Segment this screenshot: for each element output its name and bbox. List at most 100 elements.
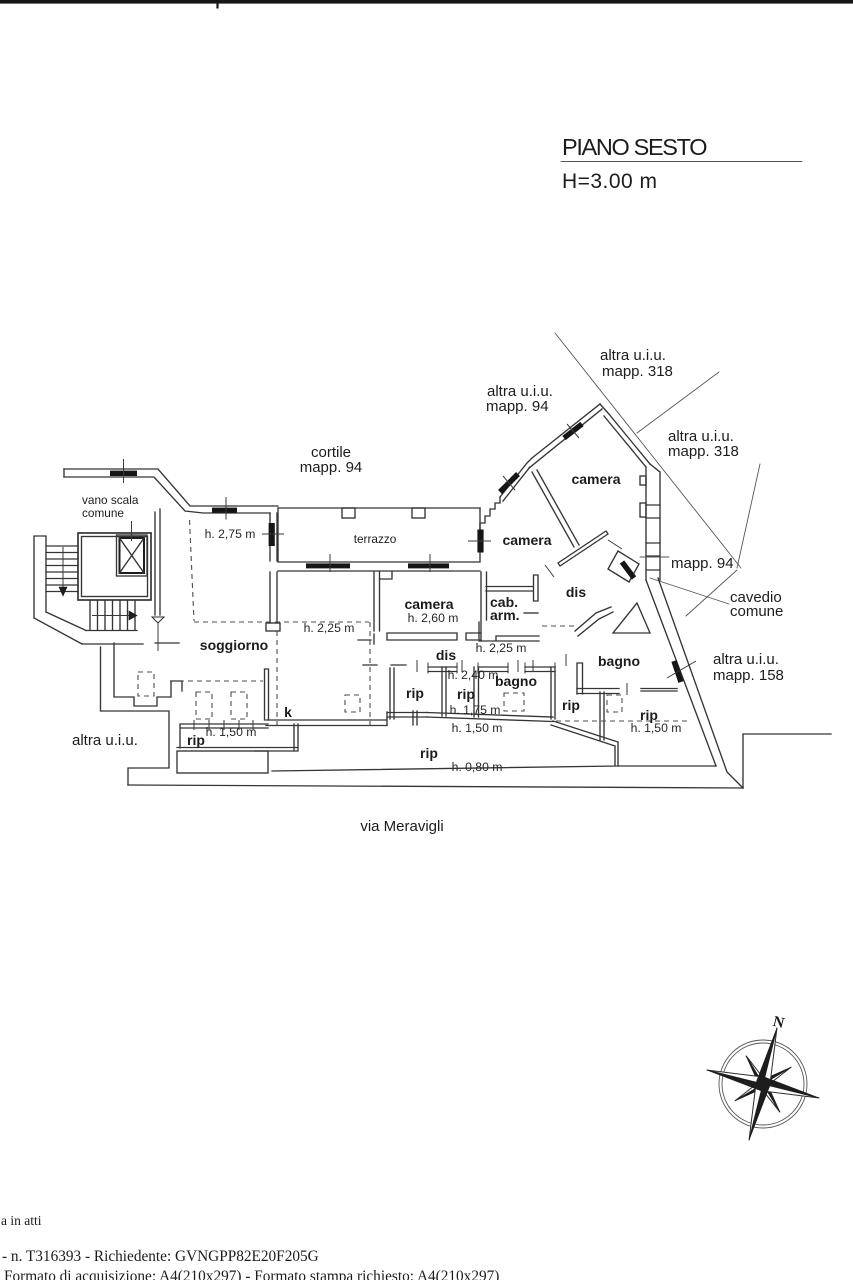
wall-segment [389, 667, 395, 720]
label-altra-left: altra u.i.u. [72, 732, 138, 749]
title-block: PIANO SESTO H=3.00 m [560, 134, 803, 193]
wall-tick [193, 720, 254, 730]
label-altra158-1: altra u.i.u. [713, 651, 779, 668]
wall-segment [599, 691, 605, 741]
compass-star [706, 1027, 820, 1141]
dashed-line [188, 519, 195, 622]
wall-tick [544, 539, 623, 578]
label-terrazzo: terrazzo [354, 532, 397, 546]
wall-segment [378, 571, 393, 580]
soggiorno-walls [113, 621, 371, 725]
wall-segment [373, 571, 381, 632]
rip-room-walls [176, 720, 299, 774]
label-soggiorno: soggiorno [200, 637, 268, 653]
camera-mid-walls [373, 571, 488, 642]
camera-partition-door [531, 469, 623, 578]
wall-segment [269, 571, 278, 624]
wall-segment [426, 711, 554, 723]
label-altra318a-1: altra u.i.u. [600, 347, 666, 364]
label-altra158-2: mapp. 158 [713, 667, 784, 684]
label-cavedio-2: comune [730, 603, 783, 620]
wall-segment [577, 611, 614, 637]
dashed-line [503, 692, 525, 712]
wall-segment [441, 666, 447, 717]
wall-segment [531, 471, 575, 548]
wall-segment [118, 537, 145, 574]
thin-line [721, 1042, 805, 1126]
small-rooms-walls [344, 633, 556, 720]
label-rip-small-mid: rip [457, 686, 475, 702]
label-street: via Meravigli [360, 818, 443, 835]
wall-tick [502, 475, 516, 491]
wall-segment [576, 687, 620, 695]
dashed-line [195, 691, 213, 720]
wall-segment [639, 502, 647, 518]
filled-shape [58, 586, 68, 597]
wall-segment-heavy [77, 532, 152, 601]
footer-block: a in atti - n. T316393 - Richiedente: GV… [1, 1213, 499, 1280]
thin-line [685, 569, 738, 617]
cavedio-shaft [574, 550, 738, 637]
wall-segment [536, 469, 580, 546]
label-h260: h. 2,60 m [408, 611, 459, 625]
wall-tick [329, 554, 431, 572]
label-bagno-right: bagno [598, 653, 640, 669]
wall-segment [502, 466, 531, 502]
window-bar [212, 507, 237, 513]
label-k: k [284, 704, 292, 720]
wall-segment [473, 666, 480, 718]
wall-segment [176, 750, 269, 774]
label-h150-left: h. 1,50 m [206, 725, 257, 739]
wall-segment [603, 415, 647, 468]
cab-arm-walls [478, 574, 577, 642]
wall-tick [566, 423, 580, 439]
wall-segment [645, 463, 661, 581]
dashed-line [606, 694, 623, 713]
label-h275: h. 2,75 m [205, 527, 256, 541]
kitchen-zone-walls [263, 668, 554, 727]
label-h225-cab: h. 2,25 m [476, 641, 527, 655]
label-camera-mid: camera [404, 596, 453, 612]
wall-segment [640, 687, 678, 692]
label-mapp94-right: mapp. 94 [671, 555, 734, 572]
label-altra318b-1: altra u.i.u. [668, 428, 734, 445]
wall-segment [576, 662, 584, 695]
wall-segment [33, 535, 47, 619]
label-h175: h. 1,75 m [450, 703, 501, 717]
label-h150-right: h. 1,50 m [631, 721, 682, 735]
wall-segment [265, 719, 388, 727]
compass-rose: N [706, 1013, 820, 1141]
label-rip-small-left: rip [406, 685, 424, 701]
wall-segment [63, 468, 279, 507]
room-h275-walls [188, 512, 284, 624]
wall-segment [742, 733, 832, 789]
compass-n-label: N [771, 1013, 786, 1032]
wall-tick [666, 660, 697, 679]
wall-segment [479, 496, 501, 530]
label-cortile: cortile [311, 444, 351, 461]
wall-segment [154, 508, 161, 616]
wall-segment [45, 545, 79, 593]
wall-segment [607, 550, 640, 583]
label-vano-scala: vano scala [82, 493, 139, 507]
thin-line [636, 371, 720, 434]
wall-segment [645, 579, 717, 767]
label-camera-upper: camera [571, 471, 620, 487]
label-bagno-mid: bagno [495, 673, 537, 689]
wall-segment [99, 646, 170, 786]
label-vano-scala-2: comune [82, 506, 124, 520]
stairwell [33, 508, 180, 651]
thin-line [554, 332, 742, 569]
label-dis-right: dis [566, 584, 586, 600]
wall-segment [550, 666, 556, 720]
diagonal-nw-walls [479, 403, 651, 530]
label-cab: cab. [490, 594, 518, 610]
thin-line [736, 463, 761, 569]
label-cortile-mapp: mapp. 94 [300, 459, 363, 476]
wall-segment [480, 571, 488, 642]
bottom-strip-walls [99, 646, 744, 789]
wall-segment [113, 642, 183, 707]
plan-height-note: H=3.00 m [562, 170, 657, 193]
